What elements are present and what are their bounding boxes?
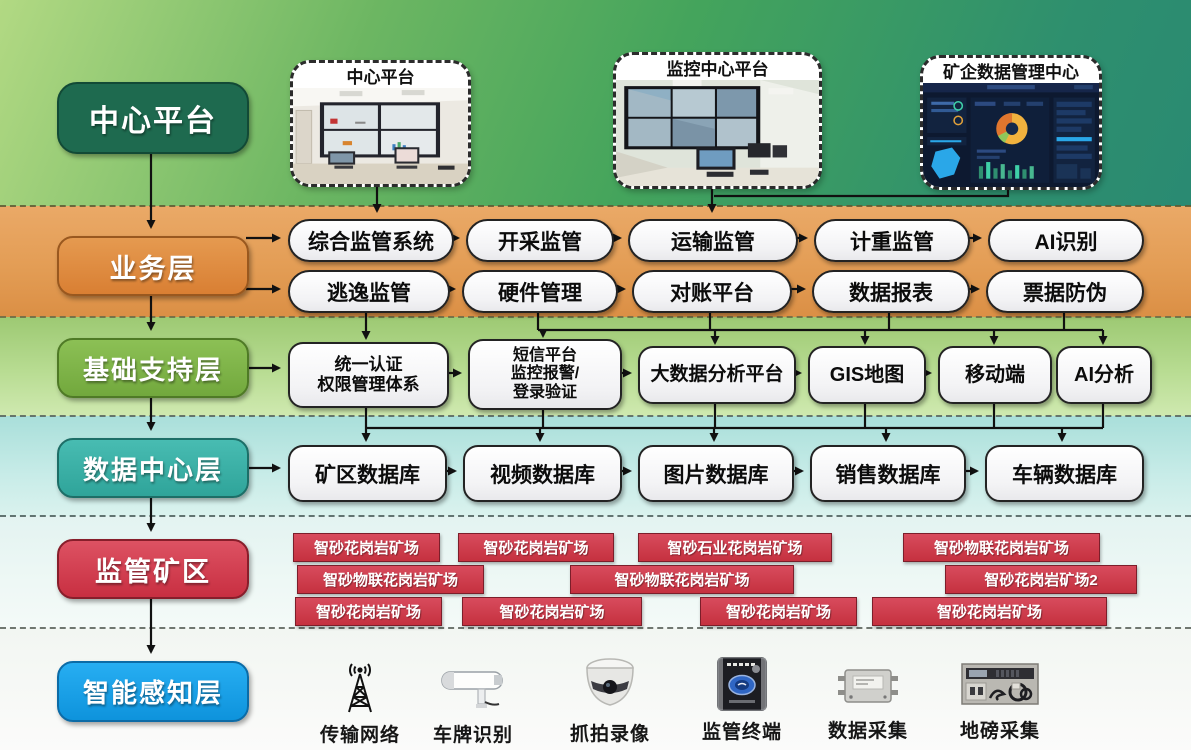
antenna-icon xyxy=(348,663,372,713)
layer-mining: 监管矿区 xyxy=(57,539,249,599)
plate-camera-icon xyxy=(441,671,503,708)
photo-card-monitoring-center: 监控中心平台 xyxy=(613,52,822,189)
mine-site-box: 智砂物联花岗岩矿场 xyxy=(903,533,1100,562)
node-database: 销售数据库 xyxy=(810,445,966,502)
weighbridge-icon xyxy=(961,663,1039,705)
separator-line xyxy=(0,627,1191,629)
node-business: 计重监管 xyxy=(814,219,970,262)
node-business: AI识别 xyxy=(988,219,1144,262)
sensor-label: 传输网络 xyxy=(319,725,400,746)
node-database: 车辆数据库 xyxy=(985,445,1144,502)
mine-site-box: 智砂物联花岗岩矿场 xyxy=(570,565,794,594)
sensor-data-collection: 数据采集 xyxy=(803,662,933,743)
sensor-label: 抓拍录像 xyxy=(569,724,650,745)
node-support: 大数据分析平台 xyxy=(638,346,796,404)
sensor-plate-recognition: 车牌识别 xyxy=(408,662,538,747)
node-business: 运输监管 xyxy=(628,219,798,262)
separator-line xyxy=(0,205,1191,207)
control-room-photo xyxy=(293,88,468,184)
layer-support: 基础支持层 xyxy=(57,338,249,398)
layer-perception: 智能感知层 xyxy=(57,661,249,722)
dashboard-photo xyxy=(923,83,1099,187)
mine-site-box: 智砂花岗岩矿场 xyxy=(700,597,857,626)
mine-site-box: 智砂花岗岩矿场 xyxy=(293,533,440,562)
mine-site-box: 智砂花岗岩矿场 xyxy=(872,597,1107,626)
node-database: 矿区数据库 xyxy=(288,445,447,502)
monitoring-room-photo xyxy=(616,80,819,186)
sensor-label: 地磅采集 xyxy=(959,721,1040,742)
node-business: 开采监管 xyxy=(466,219,614,262)
layer-business: 业务层 xyxy=(57,236,249,296)
sensor-label: 车牌识别 xyxy=(432,725,513,746)
node-business: 数据报表 xyxy=(812,270,970,313)
mine-site-box: 智砂花岗岩矿场 xyxy=(458,533,614,562)
dome-camera-icon xyxy=(586,658,634,706)
separator-line xyxy=(0,515,1191,517)
layer-data-center: 数据中心层 xyxy=(57,438,249,498)
node-support: 统一认证 权限管理体系 xyxy=(288,342,449,408)
layer-center-platform: 中心平台 xyxy=(57,82,249,154)
sensor-label: 监管终端 xyxy=(701,722,782,743)
mine-site-box: 智砂物联花岗岩矿场 xyxy=(297,565,484,594)
terminal-icon xyxy=(717,657,767,711)
node-support: AI分析 xyxy=(1056,346,1152,404)
sensor-transmission: 传输网络 xyxy=(295,660,425,747)
node-database: 图片数据库 xyxy=(638,445,794,502)
photo-card-title: 监控中心平台 xyxy=(666,60,769,79)
photo-card-title: 矿企数据管理中心 xyxy=(943,63,1079,82)
node-business: 硬件管理 xyxy=(462,270,618,313)
photo-card-mine-data-center: 矿企数据管理中心 xyxy=(920,55,1102,190)
sensor-capture-camera: 抓拍录像 xyxy=(545,655,675,746)
separator-line xyxy=(0,316,1191,318)
mine-site-box: 智砂花岗岩矿场2 xyxy=(945,565,1137,594)
node-support: 移动端 xyxy=(938,346,1052,404)
sensor-supervision-terminal: 监管终端 xyxy=(677,655,807,744)
node-support: 短信平台 监控报警/ 登录验证 xyxy=(468,339,622,410)
mine-site-box: 智砂花岗岩矿场 xyxy=(295,597,442,626)
photo-card-center-platform: 中心平台 xyxy=(290,60,471,187)
node-database: 视频数据库 xyxy=(463,445,622,502)
mine-site-box: 智砂石业花岗岩矿场 xyxy=(638,533,832,562)
photo-card-title: 中心平台 xyxy=(346,68,415,87)
mine-site-box: 智砂花岗岩矿场 xyxy=(462,597,642,626)
separator-line xyxy=(0,415,1191,417)
sensor-label: 数据采集 xyxy=(827,721,908,742)
node-support: GIS地图 xyxy=(808,346,926,404)
node-business: 综合监管系统 xyxy=(288,219,454,262)
node-business: 对账平台 xyxy=(632,270,792,313)
node-business: 票据防伪 xyxy=(986,270,1144,313)
collector-icon xyxy=(838,669,898,703)
node-business: 逃逸监管 xyxy=(288,270,450,313)
sensor-weighbridge: 地磅采集 xyxy=(935,658,1065,743)
